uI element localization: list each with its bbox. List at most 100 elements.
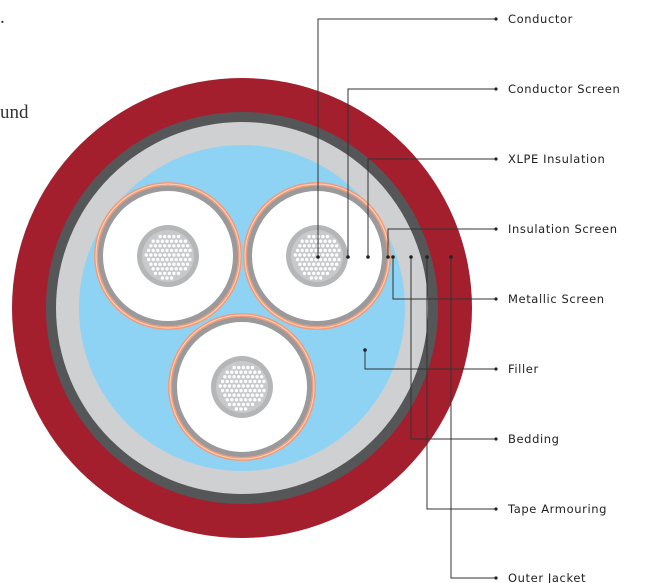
strand-dot <box>241 384 245 388</box>
strand-dot <box>232 375 236 379</box>
strand-dot <box>312 253 316 257</box>
strand-dot <box>227 402 232 407</box>
strand-dot <box>298 244 302 248</box>
strand-dot <box>325 271 330 276</box>
strand-dot <box>237 365 241 370</box>
strand-dot <box>179 267 183 271</box>
leader-end-dot <box>494 227 498 231</box>
leader-end-dot <box>494 297 498 301</box>
label-conductor-screen: Conductor Screen <box>508 82 620 96</box>
strand-dot <box>144 253 148 257</box>
label-conductor: Conductor <box>508 12 573 26</box>
strand-dot <box>250 393 255 397</box>
strand-dot <box>305 248 309 253</box>
strand-dot <box>241 393 245 397</box>
strand-dot <box>181 253 185 257</box>
strand-dot <box>300 257 304 262</box>
strand-dot <box>237 402 241 407</box>
strand-dot <box>225 370 229 374</box>
strand-dot <box>321 271 325 276</box>
label-tape-armouring: Tape Armouring <box>507 502 607 516</box>
strand-dot <box>176 262 181 266</box>
strand-dot <box>225 398 229 402</box>
strand-dot <box>330 244 334 248</box>
strand-dot <box>153 244 158 248</box>
leader-xlpe-insulation <box>367 158 496 257</box>
strand-dot <box>239 398 243 402</box>
strand-dot <box>314 267 318 271</box>
strand-dot <box>241 402 245 407</box>
strand-dot <box>335 244 339 248</box>
strand-dot <box>328 267 332 271</box>
strand-dot <box>218 384 222 388</box>
leader-filler <box>364 350 496 370</box>
strand-dot <box>234 388 239 393</box>
strand-dot <box>248 398 252 402</box>
strand-dot <box>250 402 255 407</box>
strand-dot <box>332 239 337 243</box>
metallic-screen-stripe <box>95 183 241 329</box>
strand-dot <box>163 234 167 239</box>
strand-dot <box>179 239 183 243</box>
strand-dot <box>318 276 323 280</box>
strand-dot <box>174 248 178 253</box>
strand-dot <box>174 239 178 243</box>
strand-dot <box>302 253 307 257</box>
strand-dot <box>179 257 183 262</box>
strand-dot <box>312 234 316 239</box>
strand-dot <box>186 262 190 266</box>
strand-dot <box>260 384 264 388</box>
strand-dot <box>158 234 162 239</box>
leader-tape-armouring <box>426 257 496 510</box>
strand-dot <box>330 253 334 257</box>
strand-dot <box>165 267 169 271</box>
strand-dot <box>156 257 160 262</box>
margin-text-fragment-top: . <box>0 7 5 28</box>
strand-dot <box>307 253 311 257</box>
leader-start-dot <box>386 255 390 259</box>
strand-dot <box>305 257 309 262</box>
strand-dot <box>172 234 176 239</box>
leader-end-dot <box>494 367 498 371</box>
strand-dot <box>179 248 183 253</box>
conductor-strands <box>144 234 192 280</box>
strand-dot <box>250 365 255 370</box>
strand-dot <box>243 388 248 393</box>
strand-dot <box>314 239 318 243</box>
strand-dot <box>253 398 257 402</box>
strand-dot <box>169 257 174 262</box>
strand-dot <box>325 262 330 266</box>
strand-dot <box>176 234 181 239</box>
label-xlpe-insulation: XLPE Insulation <box>508 152 605 166</box>
strand-dot <box>337 257 341 262</box>
leader-end-dot <box>494 87 498 91</box>
strand-dot <box>295 248 300 253</box>
strand-dot <box>169 239 174 243</box>
strand-dot <box>309 248 314 253</box>
leader-outer-jacket <box>450 257 496 579</box>
strand-dot <box>298 253 302 257</box>
strand-dot <box>183 257 188 262</box>
strand-dot <box>309 239 314 243</box>
strand-dot <box>246 365 250 370</box>
strand-dot <box>165 276 169 280</box>
strand-dot <box>232 393 236 397</box>
label-filler: Filler <box>508 362 539 376</box>
strand-dot <box>328 257 332 262</box>
strand-dot <box>321 253 325 257</box>
strand-dot <box>300 267 304 271</box>
strand-dot <box>243 370 248 374</box>
strand-dot <box>167 234 171 239</box>
strand-dot <box>318 257 323 262</box>
strand-dot <box>158 271 162 276</box>
strand-dot <box>293 253 297 257</box>
strand-dot <box>335 262 339 266</box>
strand-dot <box>246 375 250 379</box>
strand-dot <box>151 248 155 253</box>
margin-text-fragment-middle: und <box>0 102 29 123</box>
leader-start-dot <box>363 348 367 352</box>
leader-conductor <box>317 18 496 257</box>
strand-dot <box>243 407 248 411</box>
strand-dot <box>305 267 309 271</box>
strand-dot <box>174 257 178 262</box>
